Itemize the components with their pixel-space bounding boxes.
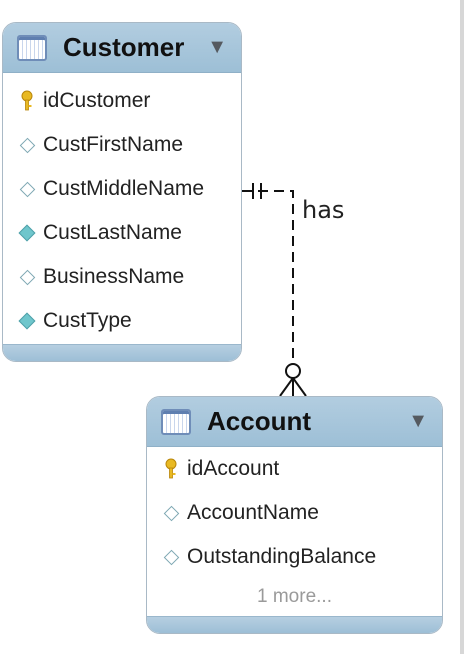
column-row[interactable]: CustFirstName: [3, 123, 241, 167]
column-row[interactable]: OutstandingBalance: [147, 535, 442, 579]
cardinality-many-left: [279, 377, 294, 397]
entity-title: Account: [207, 406, 311, 436]
column-name: BusinessName: [43, 265, 185, 288]
entity-customer[interactable]: Customer ▼ idCustomer CustFirstName: [2, 22, 242, 362]
entity-title: Customer: [63, 32, 185, 62]
diamond-open-icon: [161, 505, 181, 521]
entity-account[interactable]: Account ▼ idAccount AccountName: [146, 396, 443, 634]
column-name: CustLastName: [43, 221, 182, 244]
column-row[interactable]: idAccount: [147, 447, 442, 491]
column-row[interactable]: CustMiddleName: [3, 167, 241, 211]
diamond-open-icon: [17, 269, 37, 285]
entity-columns: idAccount AccountName OutstandingBalance…: [147, 447, 442, 615]
canvas-right-edge: [460, 0, 464, 654]
column-name: CustMiddleName: [43, 177, 205, 200]
column-name: CustFirstName: [43, 133, 184, 156]
entity-header[interactable]: Customer ▼: [3, 23, 241, 73]
diamond-open-icon: [17, 137, 37, 153]
entity-footer: [147, 616, 442, 633]
entity-footer: [3, 344, 241, 361]
column-row[interactable]: CustType: [3, 299, 241, 343]
column-name: AccountName: [187, 501, 319, 524]
table-icon: [161, 408, 191, 435]
dropdown-triangle-icon[interactable]: ▼: [408, 410, 428, 432]
diamond-filled-icon: [17, 224, 37, 242]
dropdown-triangle-icon[interactable]: ▼: [207, 36, 227, 58]
column-name: CustType: [43, 309, 132, 332]
column-name: OutstandingBalance: [187, 545, 377, 568]
cardinality-many-right: [292, 377, 307, 397]
cardinality-zero-circle: [285, 363, 301, 379]
relationship-line: [242, 190, 294, 366]
column-row[interactable]: idCustomer: [3, 79, 241, 123]
entity-columns: idCustomer CustFirstName CustMiddleName …: [3, 73, 241, 343]
table-icon: [17, 34, 47, 61]
diamond-open-icon: [161, 549, 181, 565]
key-icon: [17, 90, 37, 112]
diamond-filled-icon: [17, 312, 37, 330]
relationship-label[interactable]: has: [302, 196, 345, 224]
column-name: idAccount: [187, 457, 280, 480]
key-icon: [161, 458, 181, 480]
column-name: idCustomer: [43, 89, 151, 112]
column-row[interactable]: AccountName: [147, 491, 442, 535]
diamond-open-icon: [17, 181, 37, 197]
column-row[interactable]: BusinessName: [3, 255, 241, 299]
column-row[interactable]: CustLastName: [3, 211, 241, 255]
more-columns-link[interactable]: 1 more...: [257, 586, 332, 607]
entity-header[interactable]: Account ▼: [147, 397, 442, 447]
